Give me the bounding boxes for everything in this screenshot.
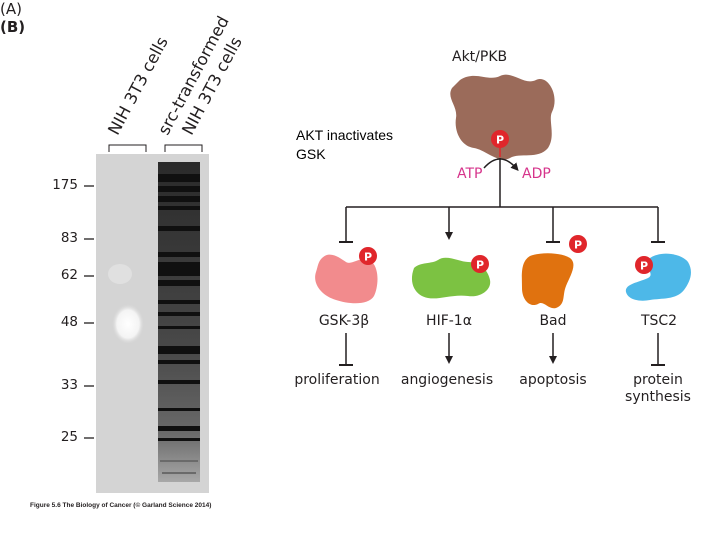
outcome-apoptosis: apoptosis [519,372,586,388]
tsc2-phospho-label: P [640,260,648,273]
target-name-bad: Bad [539,313,566,329]
gel-blank-spot [112,304,144,344]
annotation-note: AKT inactivates GSK [296,126,393,164]
tsc2-shape [625,253,691,301]
akt-phospho-circle [491,130,509,148]
mw-marker: 25 [60,429,78,445]
gsk3b-phospho-label: P [364,251,372,264]
adp-label: ADP [522,166,551,182]
kinase-label: Akt/PKB [452,49,507,65]
mw-ticks [84,185,94,439]
mw-marker: 48 [60,314,78,330]
mw-marker: 62 [60,267,78,283]
mw-marker: 83 [60,230,78,246]
atp-label: ATP [457,166,482,182]
akt-pathway-diagram: Akt/PKB P ATP ADP P P P P GSK-3β HIF-1α … [294,49,691,405]
outcome-protein: protein [633,372,683,388]
mw-marker: 33 [60,377,78,393]
target-name-hif1a: HIF-1α [426,313,472,329]
bad-phospho-label: P [574,239,582,252]
target-name-gsk3b: GSK-3β [319,313,369,329]
outcome-angiogenesis: angiogenesis [401,372,493,388]
hif1a-shape [411,257,491,299]
bad-shape [521,253,574,309]
target-name-tsc2: TSC2 [640,313,677,329]
lane-brackets [84,144,203,439]
outcome-synthesis: synthesis [625,389,691,405]
akt-phospho-label: P [496,134,504,147]
annotation-line-2: GSK [296,146,326,162]
panel-a-label: (A) [0,0,22,18]
mw-marker: 175 [52,177,78,193]
transformed-lane [158,162,200,482]
gsk3b-shape [315,254,378,304]
annotation-line-1: AKT inactivates [296,127,394,143]
figure-caption: Figure 5.6 The Biology of Cancer (© Garl… [30,502,212,509]
outcome-proliferation: proliferation [294,372,379,388]
western-blot-gel [96,154,209,493]
akt-shape [450,74,555,160]
panel-b-label: (B) [0,18,26,36]
hif1a-phospho-label: P [476,259,484,272]
